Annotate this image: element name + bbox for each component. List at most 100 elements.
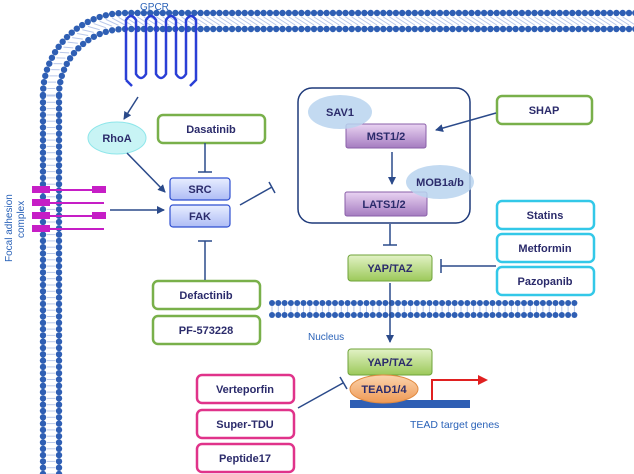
membrane-bead: [537, 9, 544, 17]
membrane-bead: [39, 376, 47, 383]
membrane-bead: [338, 312, 345, 318]
membrane-bead: [487, 9, 494, 17]
membrane-bead: [184, 9, 192, 17]
membrane-bead: [533, 312, 540, 318]
membrane-bead: [432, 300, 439, 306]
lipid-tail: [357, 16, 371, 26]
dna-bar: [350, 400, 470, 408]
membrane-bead: [527, 300, 534, 306]
membrane-bead: [376, 300, 383, 306]
membrane-bead: [499, 25, 507, 33]
membrane-bead: [323, 25, 330, 33]
membrane-bead: [55, 300, 63, 308]
membrane-bead: [581, 25, 589, 33]
membrane-bead: [525, 25, 532, 33]
membrane-bead: [468, 25, 475, 33]
lipid-tail: [63, 46, 74, 49]
membrane-bead: [606, 9, 614, 17]
membrane-bead: [39, 445, 47, 452]
membrane-bead: [380, 25, 387, 33]
membrane-bead: [455, 25, 463, 33]
membrane-bead: [476, 300, 483, 306]
membrane-bead: [344, 300, 351, 306]
membrane-bead: [575, 9, 582, 17]
membrane-bead: [546, 312, 553, 318]
membrane-bead: [39, 231, 47, 238]
membrane-bead: [55, 433, 63, 440]
membrane-bead: [367, 9, 374, 17]
verteporfin-label: Verteporfin: [216, 384, 274, 396]
membrane-bead: [432, 312, 439, 318]
membrane-bead: [203, 9, 211, 17]
membrane-bead: [361, 25, 368, 33]
membrane-bead: [464, 312, 471, 318]
membrane-bead: [546, 300, 553, 306]
membrane-bead: [373, 25, 381, 33]
lats-node: [344, 191, 428, 217]
membrane-bead: [401, 312, 408, 318]
membrane-bead: [40, 85, 47, 92]
lipid-tail: [370, 16, 384, 26]
lipid-tail: [111, 17, 126, 26]
membrane-bead: [55, 388, 63, 396]
membrane-bead: [411, 25, 418, 33]
membrane-bead: [39, 155, 47, 163]
tead-label: TEAD1/4: [361, 384, 407, 396]
membrane-bead: [39, 269, 47, 276]
membrane-bead: [39, 105, 47, 112]
lipid-tail: [590, 16, 605, 26]
membrane-bead: [508, 312, 515, 318]
membrane-bead: [39, 91, 47, 99]
membrane-bead: [350, 300, 357, 306]
membrane-bead: [75, 45, 82, 52]
membrane-bead: [172, 9, 179, 17]
membrane-bead: [291, 9, 299, 17]
lats-label: LATS1/2: [362, 199, 405, 211]
membrane-bead: [392, 9, 400, 17]
membrane-bead: [539, 300, 546, 306]
membrane-bead: [455, 9, 463, 17]
membrane-bead: [518, 9, 526, 17]
membrane-bead: [445, 312, 452, 318]
membrane-bead: [443, 25, 450, 33]
membrane-bead: [55, 370, 63, 377]
lipid-tail: [565, 16, 579, 26]
pf573228-box: [151, 314, 262, 346]
membrane-bead: [39, 250, 47, 257]
membrane-bead: [115, 26, 122, 33]
membrane-bead: [266, 9, 274, 17]
rhoa-to-src-arrow: [126, 152, 166, 193]
membrane-bead: [430, 25, 437, 33]
drugs-inhibit-yap: [440, 259, 496, 273]
membrane-bead: [39, 414, 47, 421]
membrane-bead: [470, 300, 477, 306]
membrane-bead: [474, 9, 481, 17]
membrane-bead: [332, 300, 338, 306]
membrane-bead: [489, 312, 496, 318]
membrane-bead: [499, 9, 507, 17]
metformin-label: Metformin: [518, 243, 571, 255]
lipid-tail: [427, 16, 441, 26]
lipid-tail: [162, 16, 176, 26]
membrane-bead: [449, 25, 456, 33]
membrane-bead: [470, 312, 477, 318]
src-node: [169, 177, 231, 201]
membrane-bead: [96, 13, 103, 21]
membrane-bead: [55, 155, 63, 163]
membrane-bead: [55, 231, 63, 238]
membrane-bead: [439, 312, 446, 318]
lipid-tail: [609, 16, 623, 26]
lipid-tail: [219, 16, 233, 26]
lipid-tail: [181, 16, 195, 26]
membrane-bead: [606, 25, 614, 33]
membrane-bead: [39, 351, 47, 358]
membrane-bead: [319, 300, 326, 306]
membrane-bead: [493, 25, 500, 33]
membrane-bead: [121, 9, 129, 17]
lipid-tail: [521, 16, 535, 26]
lipid-tail: [67, 41, 78, 44]
membrane-bead: [344, 312, 351, 318]
membrane-bead: [525, 9, 532, 17]
membrane-bead: [55, 174, 63, 182]
membrane-bead: [39, 319, 47, 326]
